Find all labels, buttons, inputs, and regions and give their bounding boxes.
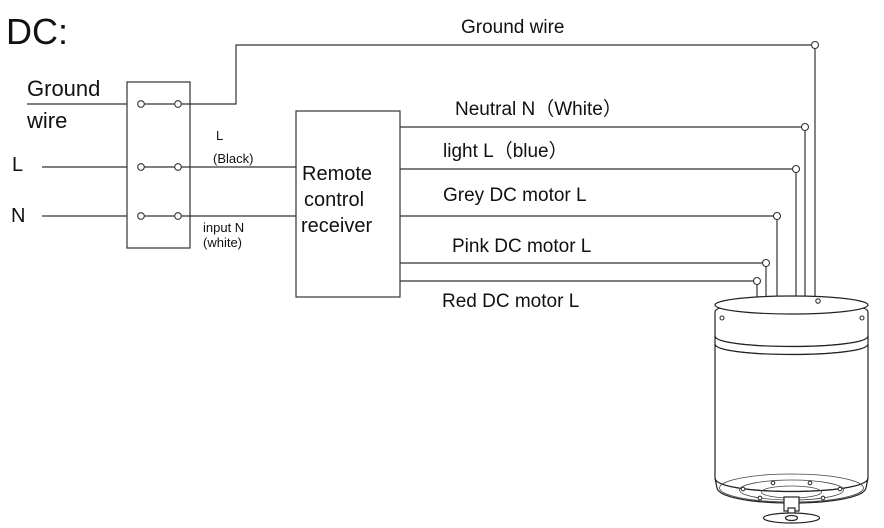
motor-base-bolt bbox=[820, 495, 826, 501]
terminal-contact bbox=[174, 212, 182, 220]
output-labels: Neutral N（White） light L（blue） Grey DC m… bbox=[442, 98, 622, 312]
remote-control-receiver: Remote control receiver bbox=[295, 110, 401, 298]
motor-base-bolt bbox=[740, 486, 746, 492]
terminal-contact bbox=[137, 163, 145, 171]
pink-output-terminal bbox=[761, 258, 771, 268]
input-labels: Ground wire L N bbox=[11, 76, 100, 227]
red-output-label: Red DC motor L bbox=[442, 291, 579, 312]
motor-base-bolt bbox=[757, 495, 763, 501]
neutral-output-terminal bbox=[800, 122, 810, 132]
diagram-heading: DC: bbox=[6, 11, 68, 52]
motor-side-screw bbox=[859, 315, 865, 321]
white-neutral-label-line1: input N bbox=[203, 220, 244, 235]
ground-input-label-line1: Ground bbox=[27, 76, 100, 101]
motor-top-face bbox=[714, 295, 869, 315]
white-neutral-label-line2: (white) bbox=[203, 235, 242, 250]
terminal-contact bbox=[174, 100, 182, 108]
motor-base-bolt bbox=[770, 480, 776, 486]
motor-side-screw bbox=[719, 315, 725, 321]
light-output-label: light L（blue） bbox=[443, 140, 568, 162]
motor-body bbox=[714, 343, 869, 493]
ground-wire-run: Ground wire bbox=[181, 17, 820, 297]
light-output-terminal bbox=[791, 164, 801, 174]
ground-wire-output-label: Ground wire bbox=[461, 17, 565, 38]
terminal-contact bbox=[137, 212, 145, 220]
ground-wire-path bbox=[181, 44, 815, 105]
neutral-output-label: Neutral N（White） bbox=[455, 98, 622, 120]
live-input-label: L bbox=[12, 154, 23, 176]
motor-top-screw bbox=[815, 298, 821, 304]
terminal-block bbox=[126, 81, 191, 249]
receiver-input-wires: L (Black) input N (white) bbox=[181, 128, 296, 250]
receiver-label-line2: control bbox=[304, 189, 364, 211]
ground-input-label-line2: wire bbox=[26, 108, 67, 133]
receiver-label-line3: receiver bbox=[301, 215, 372, 237]
red-output-terminal bbox=[752, 276, 762, 286]
ground-wire-terminal bbox=[810, 40, 820, 50]
input-wires bbox=[27, 103, 141, 217]
black-live-label-line2: (Black) bbox=[213, 151, 253, 166]
terminal-contact bbox=[174, 163, 182, 171]
receiver-box bbox=[295, 110, 401, 298]
grey-output-terminal bbox=[772, 211, 782, 221]
terminal-contact bbox=[137, 100, 145, 108]
motor-base-bolt bbox=[807, 480, 813, 486]
output-wires bbox=[400, 122, 810, 297]
motor-base-bolt bbox=[837, 486, 843, 492]
neutral-input-label: N bbox=[11, 205, 25, 227]
dc-motor-illustration bbox=[714, 295, 869, 524]
motor-shaft-hub bbox=[784, 514, 799, 522]
receiver-label-line1: Remote bbox=[302, 163, 372, 185]
black-live-label-line1: L bbox=[216, 128, 223, 143]
grey-output-label: Grey DC motor L bbox=[443, 185, 587, 206]
pink-output-label: Pink DC motor L bbox=[452, 236, 591, 257]
